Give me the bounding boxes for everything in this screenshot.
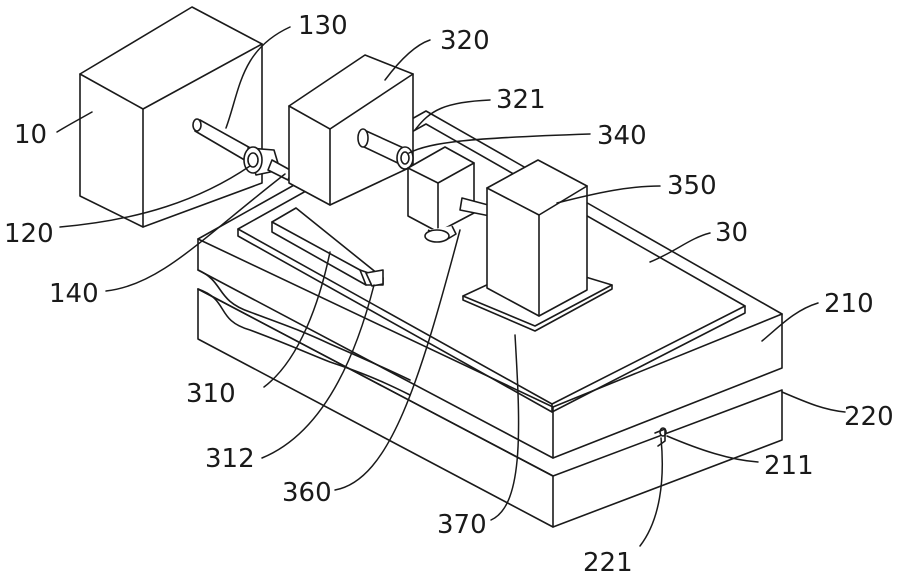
- label-30: 30: [715, 218, 748, 248]
- label-211: 211: [764, 451, 814, 481]
- motor-box-10: [80, 7, 262, 227]
- box-350: [487, 160, 587, 316]
- label-350: 350: [667, 171, 717, 201]
- label-10: 10: [14, 120, 47, 150]
- label-130: 130: [298, 11, 348, 41]
- label-320: 320: [440, 26, 490, 56]
- label-220: 220: [844, 402, 894, 432]
- label-310: 310: [186, 379, 236, 409]
- label-210: 210: [824, 289, 874, 319]
- label-370: 370: [437, 510, 487, 540]
- label-312: 312: [205, 444, 255, 474]
- label-340: 340: [597, 121, 647, 151]
- label-321: 321: [496, 85, 546, 115]
- label-360: 360: [282, 478, 332, 508]
- label-221: 221: [583, 548, 633, 578]
- label-140: 140: [49, 279, 99, 309]
- label-120: 120: [4, 219, 54, 249]
